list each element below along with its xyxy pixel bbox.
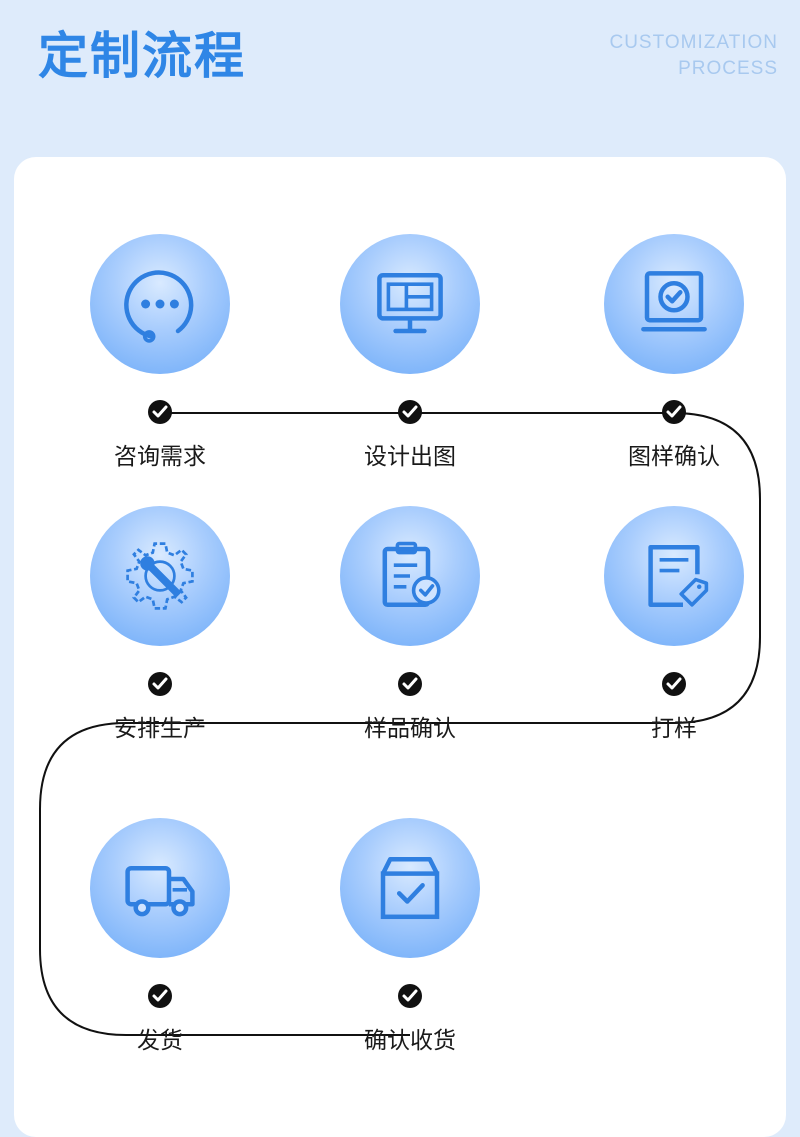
- step-proofing: 打样: [574, 506, 774, 766]
- step-label: 安排生产: [114, 716, 206, 742]
- process-flow-line: [39, 412, 761, 1036]
- check-icon: [148, 984, 172, 1008]
- step-drawing-confirm: 图样确认: [574, 234, 774, 494]
- step-label: 设计出图: [364, 444, 456, 470]
- step-icon-circle: [90, 506, 230, 646]
- header: 定制流程 CUSTOMIZATION PROCESS: [0, 0, 800, 150]
- step-label: 咨询需求: [114, 444, 206, 470]
- step-production: 安排生产: [60, 506, 260, 766]
- check-icon: [662, 400, 686, 424]
- step-label: 发货: [137, 1028, 183, 1054]
- step-icon-circle: [604, 234, 744, 374]
- step-receipt-confirm: 确认收货: [310, 818, 510, 1078]
- check-icon: [148, 400, 172, 424]
- chat-bubble-icon: [124, 270, 194, 343]
- check-icon: [148, 672, 172, 696]
- box-check-icon: [380, 856, 440, 920]
- gear-wrench-icon: [126, 542, 194, 610]
- step-label: 确认收货: [364, 1028, 456, 1054]
- delivery-truck-icon: [125, 865, 195, 917]
- step-consult: 咨询需求: [60, 234, 260, 494]
- monitor-design-icon: [377, 272, 443, 334]
- check-icon: [662, 672, 686, 696]
- step-sample-confirm: 样品确认: [310, 506, 510, 766]
- check-icon: [398, 984, 422, 1008]
- page-title: 定制流程: [38, 27, 246, 85]
- subtitle-line-2: PROCESS: [678, 58, 778, 79]
- step-icon-circle: [340, 234, 480, 374]
- step-label: 打样: [651, 716, 697, 742]
- step-label: 样品确认: [364, 716, 456, 742]
- step-icon-circle: [340, 818, 480, 958]
- step-icon-circle: [340, 506, 480, 646]
- step-icon-circle: [90, 818, 230, 958]
- step-shipping: 发货: [60, 818, 260, 1078]
- document-tag-icon: [648, 544, 709, 608]
- page-subtitle: CUSTOMIZATION PROCESS: [609, 30, 778, 82]
- step-icon-circle: [604, 506, 744, 646]
- subtitle-line-1: CUSTOMIZATION: [609, 32, 778, 53]
- monitor-check-icon: [641, 271, 707, 332]
- process-card: 咨询需求 设计出图: [14, 157, 786, 1137]
- check-icon: [398, 672, 422, 696]
- step-label: 图样确认: [628, 444, 720, 470]
- step-icon-circle: [90, 234, 230, 374]
- clipboard-check-icon: [382, 541, 441, 608]
- check-icon: [398, 400, 422, 424]
- step-design: 设计出图: [310, 234, 510, 494]
